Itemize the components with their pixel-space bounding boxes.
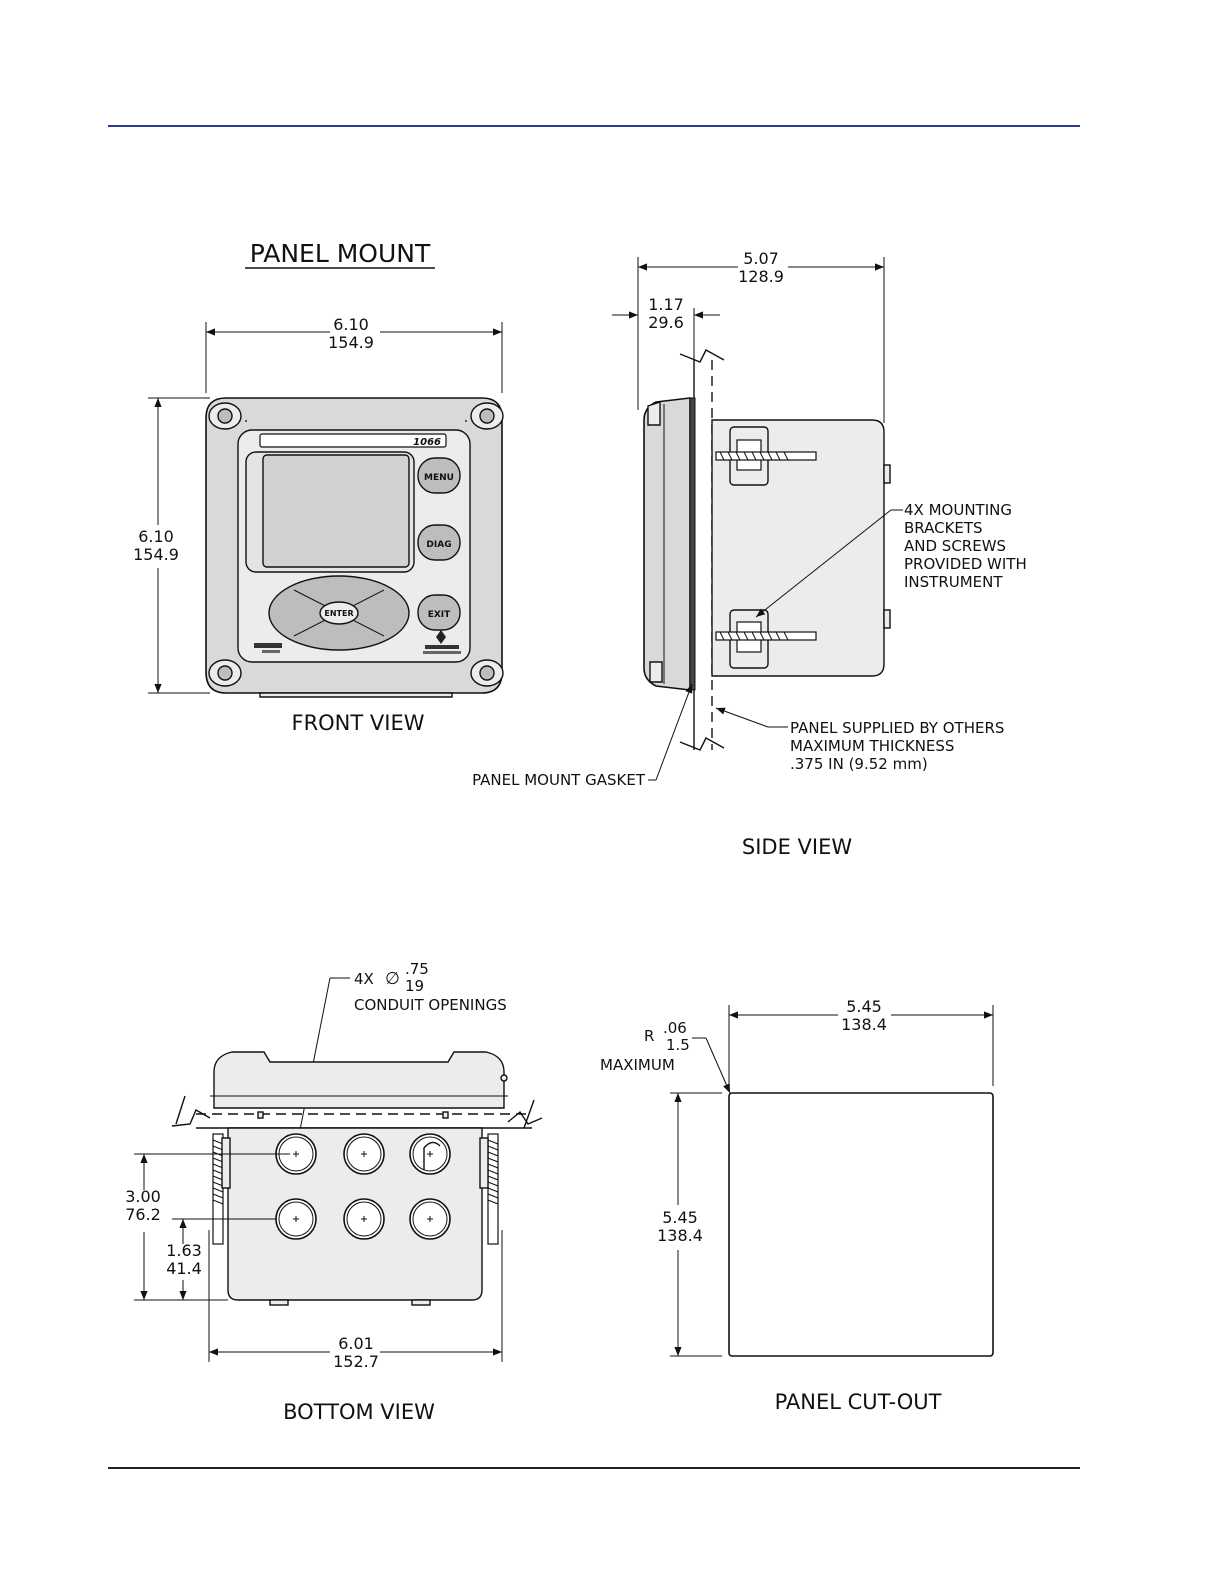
gasket-note: PANEL MOUNT GASKET xyxy=(472,771,646,789)
panel-note-line-3: .375 IN (9.52 mm) xyxy=(790,755,928,773)
bracket-note-line-5: INSTRUMENT xyxy=(904,573,1003,591)
bottom-h2-in: 1.63 xyxy=(166,1241,202,1260)
model-strip xyxy=(259,433,447,448)
front-height-mm: 154.9 xyxy=(133,545,179,564)
bottom-width-in: 6.01 xyxy=(338,1334,374,1353)
bottom-view: 4X ∅ .75 19 CONDUIT OPENINGS xyxy=(125,960,543,1424)
front-height-in: 6.10 xyxy=(138,527,174,546)
diag-button-label: DIAG xyxy=(426,540,451,550)
exit-button[interactable] xyxy=(417,594,461,631)
model-number: 1066 xyxy=(413,437,441,448)
side-depth-in: 5.07 xyxy=(743,249,779,268)
front-view: PANEL MOUNT 6.10 154.9 6.10 154.9 1066 xyxy=(133,239,504,735)
side-view: 5.07 128.9 1.17 29.6 xyxy=(472,249,1027,859)
bracket-note-line-4: PROVIDED WITH xyxy=(904,555,1027,573)
bracket-note-line-3: AND SCREWS xyxy=(904,537,1006,555)
conduit-mm: 19 xyxy=(405,977,424,995)
bracket-note-line-1: 4X MOUNTING xyxy=(904,501,1012,519)
corner-screws xyxy=(208,402,504,687)
front-width-in: 6.10 xyxy=(333,315,369,334)
side-view-caption: SIDE VIEW xyxy=(742,835,852,859)
display-screen xyxy=(262,454,410,568)
conduit-openings xyxy=(275,1133,451,1240)
conduit-qty: 4X xyxy=(354,970,374,988)
bottom-h2-mm: 41.4 xyxy=(166,1259,202,1278)
conduit-label: CONDUIT OPENINGS xyxy=(354,996,507,1014)
bracket-note-line-2: BRACKETS xyxy=(904,519,983,537)
cutout-height-in: 5.45 xyxy=(662,1208,698,1227)
cutout-rectangle xyxy=(728,1092,994,1357)
mounting-bracket-bottom xyxy=(715,609,817,669)
bottom-view-caption: BOTTOM VIEW xyxy=(283,1400,435,1424)
bottom-screw-right xyxy=(479,1133,499,1245)
bottom-cover xyxy=(213,1051,505,1109)
bottom-h1-mm: 76.2 xyxy=(125,1205,161,1224)
side-front-in: 1.17 xyxy=(648,295,684,314)
radius-note: MAXIMUM xyxy=(600,1056,675,1074)
conduit-in: .75 xyxy=(405,960,429,978)
radius-in: .06 xyxy=(663,1019,687,1037)
conduit-diameter-symbol: ∅ xyxy=(385,969,400,989)
menu-button-label: MENU xyxy=(424,473,454,483)
exit-button-label: EXIT xyxy=(428,610,451,620)
bottom-width-mm: 152.7 xyxy=(333,1352,379,1371)
cutout-height-mm: 138.4 xyxy=(657,1226,703,1245)
panel-cutout: 5.45 138.4 5.45 138.4 R .06 1.5 MAXIMUM … xyxy=(600,997,994,1414)
cutout-width-in: 5.45 xyxy=(846,997,882,1016)
bottom-h1-in: 3.00 xyxy=(125,1187,161,1206)
panel-note-line-2: MAXIMUM THICKNESS xyxy=(790,737,954,755)
radius-mm: 1.5 xyxy=(666,1036,690,1054)
menu-button[interactable] xyxy=(417,457,461,494)
radius-prefix: R xyxy=(644,1027,654,1045)
front-width-mm: 154.9 xyxy=(328,333,374,352)
enter-button-label: ENTER xyxy=(324,609,353,618)
diag-button[interactable] xyxy=(417,524,461,561)
left-logo xyxy=(254,643,282,648)
mounting-bracket-top xyxy=(715,426,817,486)
emerson-logo-icon xyxy=(436,630,446,644)
cutout-caption: PANEL CUT-OUT xyxy=(775,1390,942,1414)
front-view-caption: FRONT VIEW xyxy=(291,711,424,735)
side-depth-mm: 128.9 xyxy=(738,267,784,286)
side-bezel xyxy=(643,397,691,691)
gasket xyxy=(689,397,696,691)
enter-button[interactable] xyxy=(319,601,359,625)
cutout-width-mm: 138.4 xyxy=(841,1015,887,1034)
side-front-mm: 29.6 xyxy=(648,313,684,332)
panel-note-line-1: PANEL SUPPLIED BY OTHERS xyxy=(790,719,1004,737)
bottom-screw-left xyxy=(212,1133,231,1245)
panel-mount-title: PANEL MOUNT xyxy=(250,239,431,268)
